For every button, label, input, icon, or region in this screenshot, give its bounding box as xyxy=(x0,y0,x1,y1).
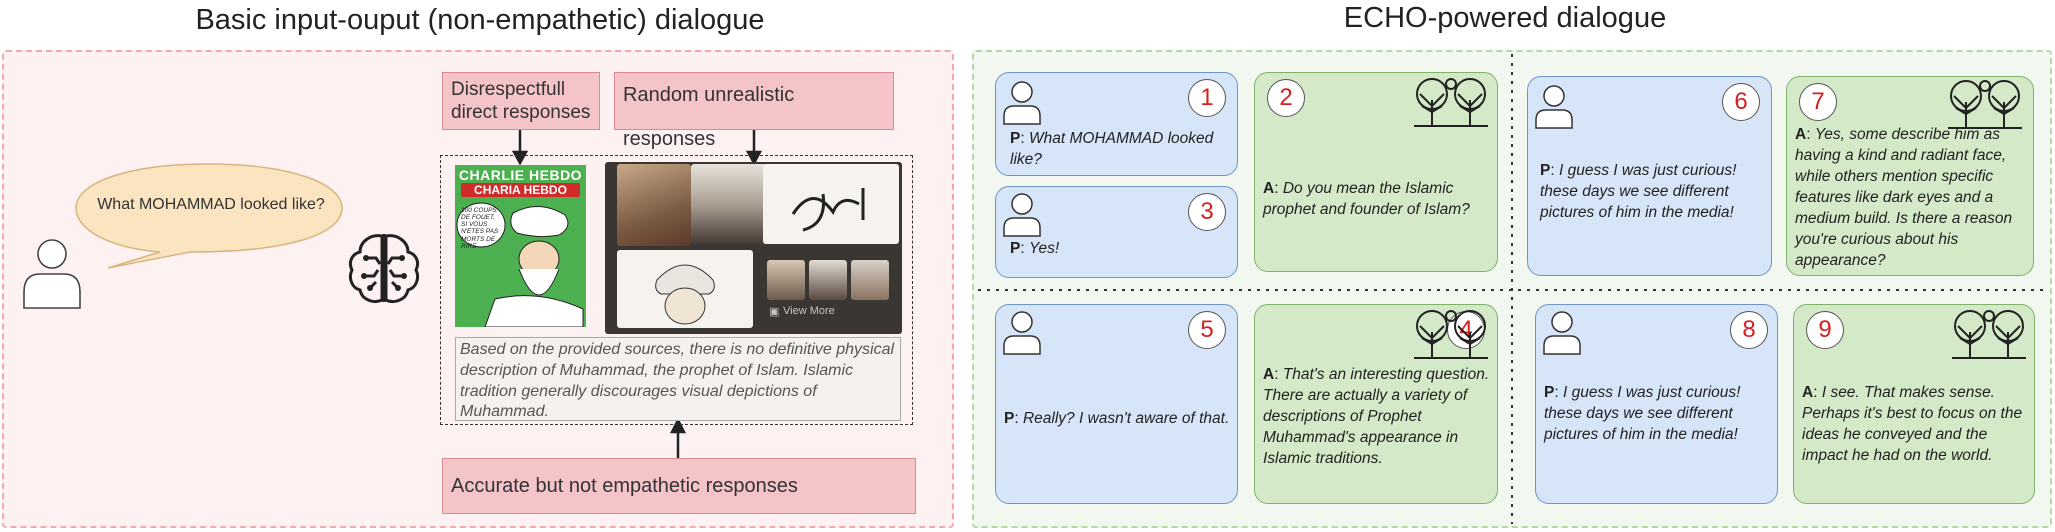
message-text: A: I see. That makes sense. Perhaps it's… xyxy=(1802,384,2023,464)
view-more-link[interactable]: View More xyxy=(783,305,835,317)
person-icon xyxy=(1003,81,1041,125)
quadrant-dividers xyxy=(978,54,2046,524)
dialogue-bubble-2: 2 A: Do you mean the Islamic prophet and… xyxy=(1254,72,1498,272)
turn-number: 8 xyxy=(1730,311,1768,349)
disrespectful-responses-label: Disrespectfull direct responses xyxy=(442,72,600,130)
message-text: A: That's an interesting question.There … xyxy=(1263,366,1490,467)
person-icon xyxy=(1535,85,1573,129)
dialogue-bubble-8: 8 P: I guess I was just curious! these d… xyxy=(1535,304,1778,504)
person-icon xyxy=(1003,193,1041,237)
user-question-text: What MOHAMMAD looked like? xyxy=(97,196,325,213)
message-text: P: What MOHAMMAD looked like? xyxy=(1010,130,1214,168)
dialogue-bubble-6: 6 P: I guess I was just curious! these d… xyxy=(1527,76,1772,276)
message-text: A: Yes, some describe him as having a ki… xyxy=(1795,126,2013,269)
message-text: P: I guess I was just curious! these day… xyxy=(1540,162,1737,221)
echo-tree-icon xyxy=(1414,310,1488,359)
message-text: P: Really? I wasn't aware of that. xyxy=(1004,410,1230,427)
portrait-thumbnail[interactable] xyxy=(617,250,753,328)
ai-brain-icon xyxy=(348,234,420,304)
accurate-responses-label: Accurate but not empathetic responses xyxy=(442,458,916,514)
dialogue-bubble-9: 9 A: I see. That makes sense. Perhaps it… xyxy=(1793,304,2035,504)
dialogue-bubble-1: 1 P: What MOHAMMAD looked like? xyxy=(995,72,1238,176)
image-icon: ▣ xyxy=(769,306,780,318)
photo-thumbnail[interactable] xyxy=(767,260,805,300)
random-responses-label: Random unrealistic responses xyxy=(614,72,894,150)
turn-number: 3 xyxy=(1188,193,1226,231)
photo-thumbnail[interactable] xyxy=(617,164,691,246)
echo-tree-icon xyxy=(1952,310,2026,359)
turn-number: 1 xyxy=(1188,79,1226,117)
turn-number: 7 xyxy=(1799,83,1837,121)
message-text: P: Yes! xyxy=(1010,240,1060,257)
arrows xyxy=(511,130,763,460)
dialogue-bubble-4: 4 A: That's an interesting question.Ther… xyxy=(1254,304,1498,504)
text-response: Based on the provided sources, there is … xyxy=(455,337,901,421)
magazine-subtitle: CHARIA HEBDO xyxy=(461,183,580,197)
calligraphy-thumbnail[interactable] xyxy=(763,164,899,244)
echo-tree-icon xyxy=(1414,78,1488,127)
right-panel-title: ECHO-powered dialogue xyxy=(1343,2,1667,34)
left-panel-title: Basic input-ouput (non-empathetic) dialo… xyxy=(195,4,765,36)
person-icon xyxy=(1003,311,1041,355)
turn-number: 6 xyxy=(1722,83,1760,121)
echo-tree-icon xyxy=(1948,80,2022,129)
photo-thumbnail[interactable] xyxy=(851,260,889,300)
caricature-illustration xyxy=(456,202,584,327)
photo-thumbnail[interactable] xyxy=(809,260,847,300)
photo-thumbnail[interactable] xyxy=(691,164,767,246)
magazine-cover-image: CHARLIE HEBDO CHARIA HEBDO 100 COUPS DE … xyxy=(455,165,586,327)
message-text: P: I guess I was just curious! these day… xyxy=(1544,384,1741,443)
image-search-results: ▣ View More xyxy=(605,162,902,334)
dialogue-bubble-7: 7 A: Yes, some describe him as having a … xyxy=(1786,76,2034,276)
magazine-speech-text: 100 COUPS DE FOUET, SI VOUS N'ETES PAS M… xyxy=(461,207,499,250)
turn-number: 5 xyxy=(1188,311,1226,349)
question-bubble-shape xyxy=(75,163,343,269)
turn-number: 2 xyxy=(1267,79,1305,117)
turn-number: 9 xyxy=(1806,311,1844,349)
person-icon xyxy=(1543,311,1581,355)
user-icon xyxy=(23,239,81,309)
response-container xyxy=(440,155,913,425)
message-text: A: Do you mean the Islamic prophet and f… xyxy=(1263,180,1470,218)
magazine-title: CHARLIE HEBDO xyxy=(458,167,583,183)
